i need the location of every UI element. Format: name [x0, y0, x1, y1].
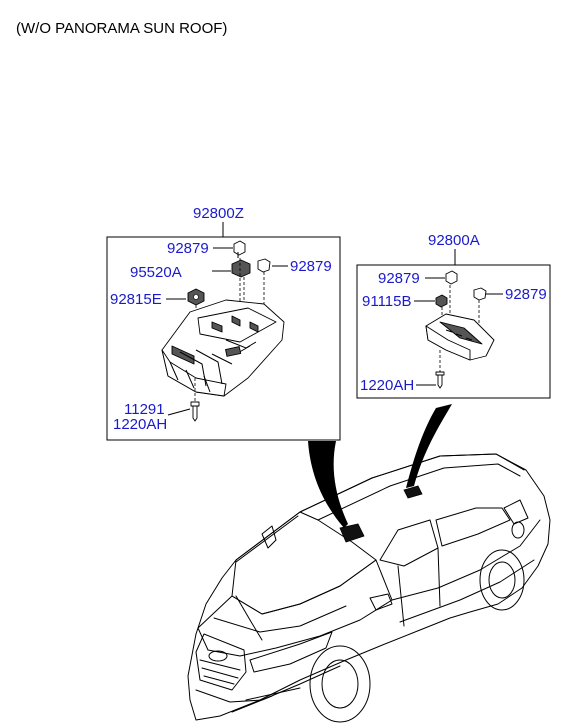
bulb-icon	[233, 240, 246, 258]
label-92879-right-right[interactable]: 92879	[505, 286, 547, 303]
badge-logo	[208, 650, 228, 662]
car-illustration	[187, 453, 551, 723]
rear-wheel	[479, 549, 525, 611]
assembly-right-ref[interactable]: 92800A	[428, 232, 480, 249]
cover-clip-icon	[187, 288, 205, 306]
front-wheel	[309, 645, 371, 723]
label-92879-right-left[interactable]: 92879	[290, 258, 332, 275]
front-lamp-location	[339, 523, 365, 543]
label-91115B[interactable]: 91115B	[362, 293, 412, 310]
assembly-left: 92800Z 92879 95520A 92879 92815E 11291 1…	[106, 205, 341, 441]
callout-pointer-right	[406, 404, 452, 488]
bulb-icon	[445, 270, 458, 285]
assembly-right: 92800A 92879 91115B 92879 1220AH	[356, 232, 551, 399]
side-mirror	[369, 593, 393, 611]
rear-lamp-location	[403, 485, 423, 499]
label-92815E[interactable]: 92815E	[110, 291, 162, 308]
label-1220AH-left[interactable]: 1220AH	[113, 416, 167, 433]
label-92879-top-left[interactable]: 92879	[167, 240, 209, 257]
overhead-console-right	[425, 313, 495, 361]
overhead-console-left	[161, 299, 285, 397]
lamp-socket-icon	[231, 259, 251, 278]
label-95520A[interactable]: 95520A	[130, 264, 182, 281]
label-1220AH-right[interactable]: 1220AH	[360, 377, 414, 394]
assembly-left-ref[interactable]: 92800Z	[193, 205, 244, 222]
bulb-icon	[257, 258, 271, 273]
bulb-icon	[473, 287, 487, 301]
label-11291[interactable]: 11291	[124, 401, 165, 418]
screw-icon	[435, 350, 445, 389]
lamp-socket-icon	[435, 294, 448, 308]
screw-icon	[190, 378, 200, 422]
diagram-title: (W/O PANORAMA SUN ROOF)	[16, 20, 227, 37]
callout-pointer-left	[308, 441, 348, 528]
label-92879-top-right[interactable]: 92879	[378, 270, 420, 287]
